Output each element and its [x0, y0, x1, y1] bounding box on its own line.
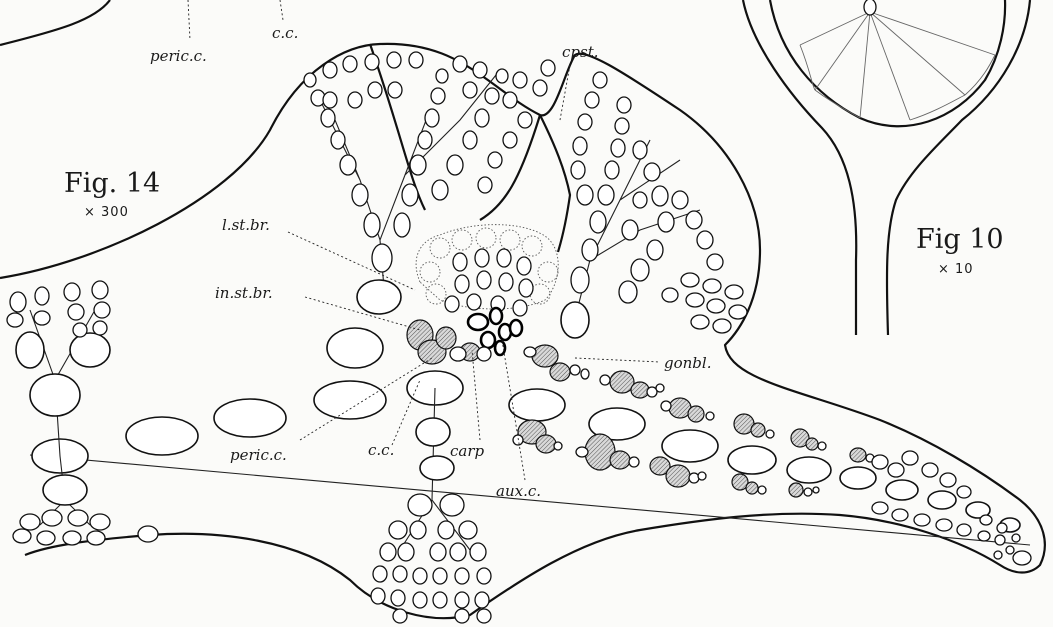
axial-cell — [662, 430, 718, 462]
axial-cell — [886, 480, 918, 500]
fig10-segments — [800, 12, 995, 120]
label-peric-c: peric.c. — [230, 446, 287, 464]
axial-cell — [728, 446, 776, 474]
axial-cell — [214, 399, 286, 437]
lower-branch-system — [371, 388, 491, 623]
label-in-st-br: in.st.br. — [215, 284, 273, 302]
right-branch-system — [561, 72, 747, 338]
axial-cell — [928, 491, 956, 509]
label-gonbl: gonbl. — [664, 354, 711, 372]
label-aux-c: aux.c. — [496, 482, 541, 500]
fig14-caption: Fig. 14 × 300 — [64, 168, 160, 220]
label-cpst: cpst. — [562, 43, 599, 61]
upper-left-fragment: peric.c. c.c. — [0, 0, 298, 65]
axial-cell — [314, 381, 386, 419]
label-peric-c-top: peric.c. — [150, 47, 207, 65]
label-l-st-br: l.st.br. — [222, 216, 270, 234]
axial-cell — [126, 417, 198, 455]
label-c-c-top: c.c. — [272, 24, 298, 42]
fig10-magnification: × 10 — [938, 262, 974, 277]
fig14-magnification: × 300 — [84, 205, 129, 220]
fig10-drawing: Fig 10 × 10 — [743, 0, 1030, 335]
fig14-label: Fig. 14 — [64, 168, 160, 199]
axial-cell — [840, 467, 876, 489]
axial-cell — [509, 389, 565, 421]
axial-cell — [787, 457, 831, 483]
label-carp: carp — [450, 442, 485, 460]
cystocarp-region — [407, 225, 558, 364]
label-c-c: c.c. — [368, 441, 394, 459]
fig10-label: Fig 10 — [916, 224, 1004, 255]
left-branch-system — [7, 281, 158, 545]
